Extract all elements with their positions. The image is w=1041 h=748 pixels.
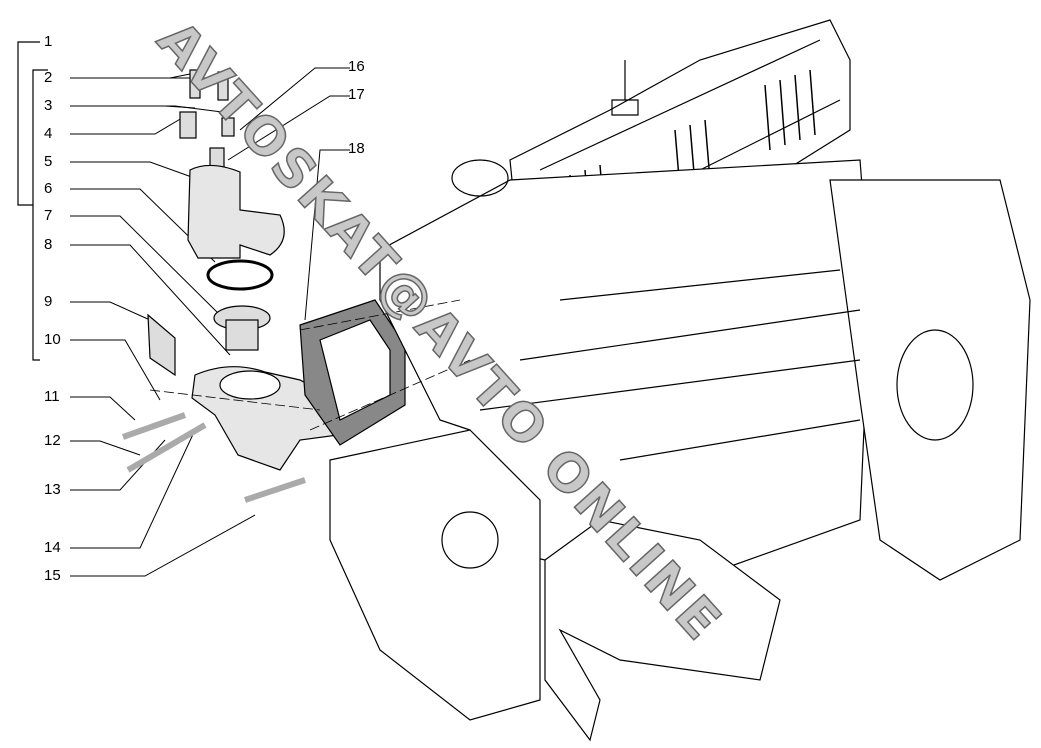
- callout-7: 7: [44, 207, 53, 224]
- callout-1: 1: [44, 33, 53, 50]
- leader-lines: [70, 67, 350, 577]
- callout-10: 10: [44, 331, 61, 348]
- callout-17: 17: [348, 86, 365, 103]
- callout-5: 5: [44, 153, 53, 170]
- callout-12: 12: [44, 432, 61, 449]
- callout-14: 14: [44, 539, 61, 556]
- callout-13: 13: [44, 481, 61, 498]
- callout-15: 15: [44, 567, 61, 584]
- thermostat-parts: [121, 69, 406, 503]
- callout-18: 18: [348, 140, 365, 157]
- callout-9: 9: [44, 293, 53, 310]
- callout-16: 16: [348, 58, 365, 75]
- callout-4: 4: [44, 125, 53, 142]
- group-bracket-2-10: [32, 69, 48, 361]
- callout-8: 8: [44, 236, 53, 253]
- callout-6: 6: [44, 180, 53, 197]
- group-bracket-1: [17, 41, 40, 206]
- engine-block: [149, 19, 1031, 742]
- callout-3: 3: [44, 97, 53, 114]
- callout-11: 11: [44, 388, 60, 405]
- callout-2: 2: [44, 69, 53, 86]
